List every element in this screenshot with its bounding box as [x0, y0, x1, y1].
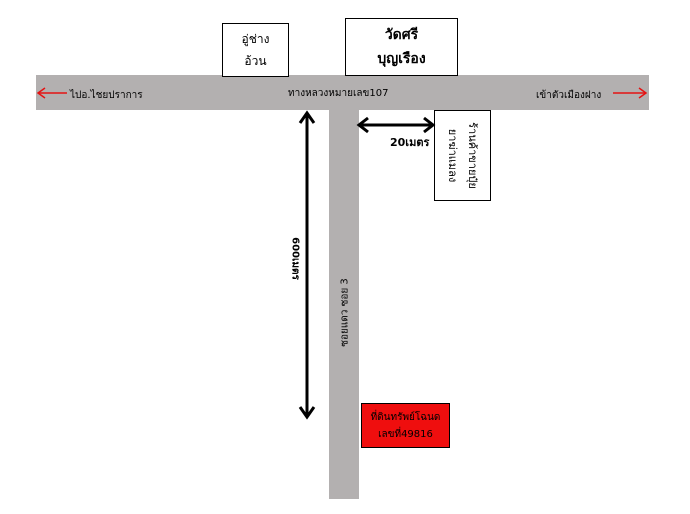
property-line2: เลขที่49816	[378, 428, 433, 440]
property-line1: ที่ดินทรัพย์โฉนด	[370, 411, 441, 423]
left-direction-label: ไปอ.ไชยปราการ	[70, 90, 143, 101]
right-direction-arrow-icon	[613, 87, 648, 99]
shop-landmark: อู่ช่าง อ้วน	[222, 23, 289, 77]
property-marker: ที่ดินทรัพย์โฉนด เลขที่49816	[361, 403, 450, 448]
main-road-label: ทางหลวงหมายเลข107	[288, 88, 389, 99]
store-landmark: ร้านค้าขายปุ๋ย ยาฆ่าแมลง	[434, 110, 491, 201]
temple-name-line2: บุญเรือง	[377, 51, 426, 67]
main-road	[36, 75, 649, 110]
store-distance-arrow-icon	[356, 116, 436, 134]
side-road	[329, 110, 359, 499]
shop-name-line2: อ้วน	[244, 54, 267, 68]
store-name-line2: ยาฆ่าแมลง	[446, 128, 460, 183]
shop-name-line1: อู่ช่าง	[241, 32, 270, 46]
right-direction-label: เข้าตัวเมืองฝาง	[536, 90, 602, 101]
temple-landmark: วัดศรี บุญเรือง	[345, 18, 458, 76]
store-name-line1: ร้านค้าขายปุ๋ย	[466, 122, 480, 189]
side-road-distance-arrow-icon	[298, 110, 316, 420]
side-road-label: ซอยแดว ซอย 3	[339, 278, 351, 347]
temple-name-line1: วัดศรี	[384, 27, 419, 43]
store-distance-label: 20เมตร	[390, 136, 430, 149]
side-road-distance-label: 600เมตร	[289, 237, 301, 280]
left-direction-arrow-icon	[36, 87, 67, 99]
